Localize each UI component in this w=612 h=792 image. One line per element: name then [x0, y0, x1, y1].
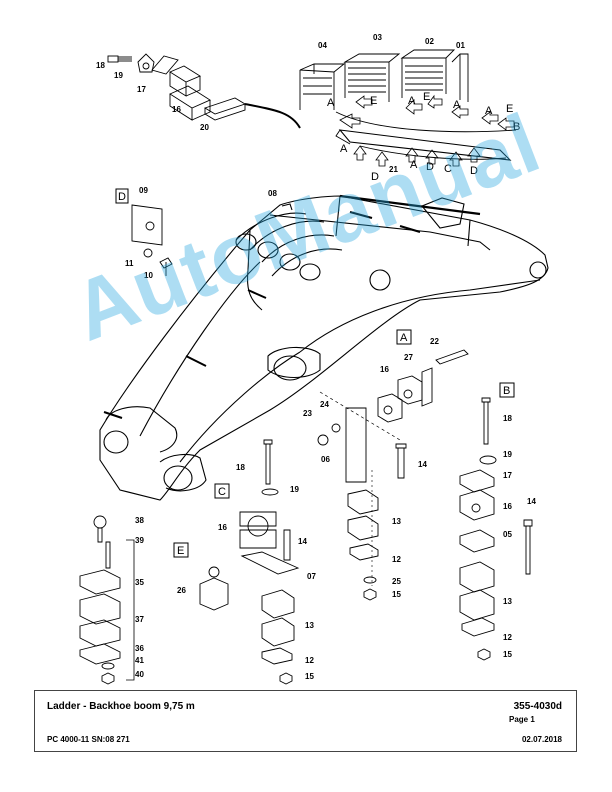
- part-number-39: 39: [135, 536, 144, 545]
- zone-label: E: [506, 103, 513, 115]
- zone-label: A: [408, 95, 416, 107]
- zone-label: C: [444, 163, 452, 175]
- zone-label: D: [426, 161, 434, 173]
- part-number-20: 20: [200, 123, 209, 132]
- part-number-04: 04: [318, 41, 327, 50]
- zone-label: E: [370, 95, 377, 107]
- part-number-38: 38: [135, 516, 144, 525]
- ladder-detail-arrows: [339, 94, 515, 167]
- part-number-13: 13: [392, 517, 401, 526]
- part-number-19: 19: [290, 485, 299, 494]
- drawing-title: Ladder - Backhoe boom 9,75 m: [47, 701, 195, 712]
- part-number-06: 06: [321, 455, 330, 464]
- part-number-17: 17: [137, 85, 146, 94]
- part-number-17: 17: [503, 471, 512, 480]
- part-number-23: 23: [303, 409, 312, 418]
- part-number-15: 15: [392, 590, 401, 599]
- part-number-18: 18: [96, 61, 105, 70]
- detail-a-assembly: [317, 329, 469, 601]
- part-number-13: 13: [305, 621, 314, 630]
- part-number-03: 03: [373, 33, 382, 42]
- part-number-24: 24: [320, 400, 329, 409]
- part-number-16: 16: [380, 365, 389, 374]
- detail-a-label: A: [400, 332, 408, 344]
- part-number-14: 14: [418, 460, 427, 469]
- backhoe-boom: [99, 194, 549, 501]
- part-number-13: 13: [503, 597, 512, 606]
- part-number-16: 16: [503, 502, 512, 511]
- title-block: Ladder - Backhoe boom 9,75 m 355-4030d P…: [34, 690, 577, 752]
- part-number-10: 10: [144, 271, 153, 280]
- part-number-07: 07: [307, 572, 316, 581]
- detail-c-assembly: [214, 439, 300, 685]
- part-number-27: 27: [404, 353, 413, 362]
- zone-label: A: [485, 105, 493, 117]
- part-number-02: 02: [425, 37, 434, 46]
- part-number-14: 14: [527, 497, 536, 506]
- detail-d-parts: [115, 188, 173, 276]
- detail-b-assembly: [459, 382, 533, 661]
- part-number-26: 26: [177, 586, 186, 595]
- part-number-12: 12: [503, 633, 512, 642]
- part-number-19: 19: [114, 71, 123, 80]
- part-number-15: 15: [305, 672, 314, 681]
- detail-c-label: C: [218, 486, 226, 498]
- part-number-05: 05: [503, 530, 512, 539]
- part-number-19: 19: [503, 450, 512, 459]
- part-number-18: 18: [503, 414, 512, 423]
- part-number-08: 08: [268, 189, 277, 198]
- top-clamp-parts: [107, 53, 301, 129]
- part-number-36: 36: [135, 644, 144, 653]
- model-serial: PC 4000-11 SN:08 271: [47, 735, 130, 744]
- document-date: 02.07.2018: [521, 735, 562, 744]
- part-number-18: 18: [236, 463, 245, 472]
- zone-label: E: [423, 91, 430, 103]
- part-number-14: 14: [298, 537, 307, 546]
- part-number-01: 01: [456, 41, 465, 50]
- zone-label: A: [340, 143, 348, 155]
- part-number-40: 40: [135, 670, 144, 679]
- detail-b-label: B: [503, 385, 510, 397]
- part-number-25: 25: [392, 577, 401, 586]
- part-number-16: 16: [172, 105, 181, 114]
- zone-label: D: [470, 165, 478, 177]
- detail-d-label: D: [118, 191, 126, 203]
- part-number-21: 21: [389, 165, 398, 174]
- part-number-12: 12: [392, 555, 401, 564]
- part-number-22: 22: [430, 337, 439, 346]
- part-number-41: 41: [135, 656, 144, 665]
- detail-e-assembly: [79, 515, 229, 685]
- part-number-15: 15: [503, 650, 512, 659]
- zone-label: A: [410, 159, 418, 171]
- zone-label: A: [327, 97, 335, 109]
- page-number: Page 1: [509, 715, 535, 724]
- part-number-37: 37: [135, 615, 144, 624]
- detail-e-label: E: [177, 545, 184, 557]
- zone-label: A: [453, 99, 461, 111]
- document-number: 355-4030d: [513, 701, 562, 712]
- zone-label: D: [371, 171, 379, 183]
- part-number-16: 16: [218, 523, 227, 532]
- part-number-09: 09: [139, 186, 148, 195]
- part-number-12: 12: [305, 656, 314, 665]
- zone-label: B: [513, 121, 520, 133]
- part-number-11: 11: [125, 259, 134, 268]
- part-number-35: 35: [135, 578, 144, 587]
- top-ladder: [299, 49, 517, 161]
